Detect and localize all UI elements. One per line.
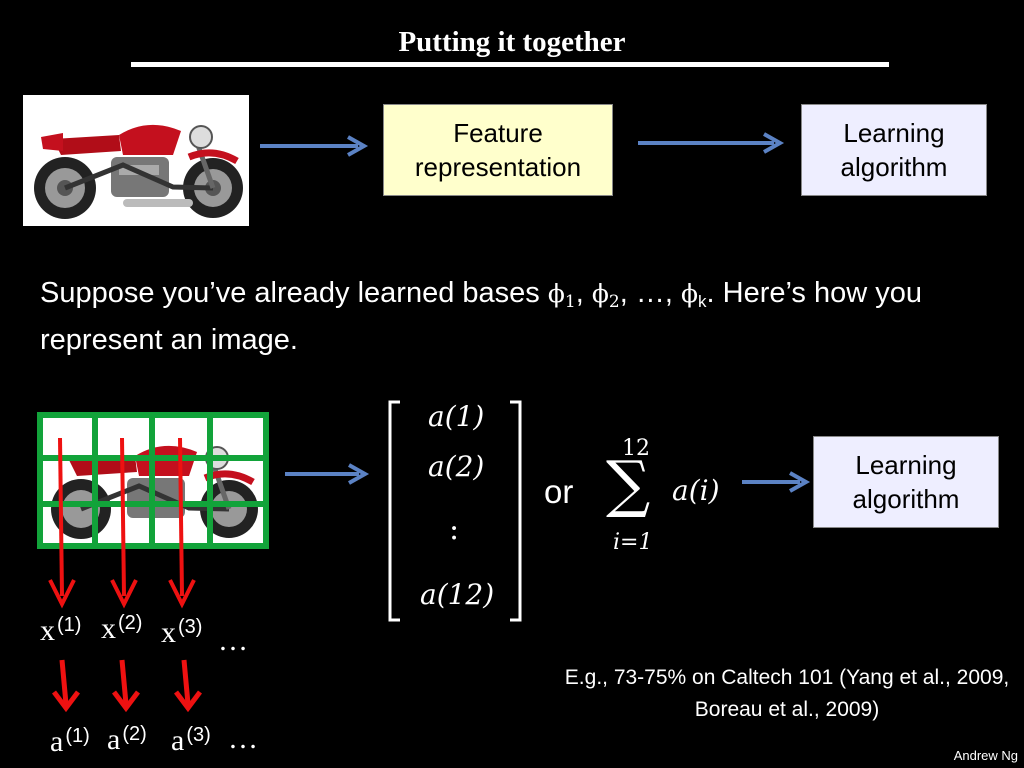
separator-3: , — [664, 277, 681, 309]
phi-symbol-2: ϕ — [591, 279, 609, 308]
author-credit: Andrew Ng — [953, 748, 1018, 763]
motorcycle-icon — [37, 412, 269, 549]
statement-ellipsis: … — [635, 277, 665, 309]
statement-start: Suppose you’ve already learned bases — [40, 277, 548, 309]
sum-upper: 12 — [622, 436, 650, 461]
encode-arrows — [52, 659, 202, 712]
patch-arrows — [48, 437, 196, 609]
phi-sub-k: k — [698, 292, 707, 311]
motorcycle-image — [23, 95, 249, 226]
sum-lower: i=1 — [613, 530, 653, 555]
feature-box-label: Feature representation — [414, 118, 582, 182]
phi-sub-1: 1 — [564, 292, 576, 312]
vector-dots: : — [449, 512, 460, 547]
x-ellipsis: … — [218, 624, 248, 657]
caltech-note: E.g., 73-75% on Caltech 101 (Yang et al.… — [564, 666, 1010, 721]
x-label-1: x(1) — [40, 614, 82, 647]
slide-title: Putting it together — [398, 26, 626, 58]
arrow-to-learning — [638, 132, 785, 154]
vector-entry-2: a(2) — [428, 450, 485, 483]
arrow-to-feature — [260, 135, 369, 157]
sigma-icon: ∑ — [606, 447, 651, 520]
or-label: or — [544, 473, 574, 510]
title-underline — [131, 62, 889, 67]
x-label-2: x(2) — [101, 612, 143, 645]
phi-symbol-k: ϕ — [680, 279, 699, 308]
sum-term: a(i) — [672, 474, 720, 507]
learning-box-2-label: Learning algorithm — [852, 450, 960, 514]
patch-grid-image — [37, 412, 269, 549]
a-label-2: a(2) — [107, 723, 147, 756]
learning-algorithm-box-2: Learning algorithm — [813, 436, 999, 528]
a-ellipsis: … — [228, 722, 258, 755]
a-label-3: a(3) — [171, 724, 211, 757]
motorcycle-icon — [23, 95, 249, 226]
arrow-to-learning-2 — [742, 471, 811, 493]
bases-statement: Suppose you’ve already learned bases ϕ1,… — [40, 274, 1000, 359]
vector-entry-12: a(12) — [420, 578, 495, 611]
vector-entry-1: a(1) — [428, 400, 485, 433]
phi-symbol-1: ϕ — [547, 279, 565, 308]
learning-algorithm-box: Learning algorithm — [801, 104, 987, 196]
feature-representation-box: Feature representation — [383, 104, 613, 196]
statement-end: . Here’s how you represent an image. — [40, 277, 922, 356]
arrow-to-vector — [285, 463, 370, 485]
x-label-3: x(3) — [161, 616, 203, 649]
learning-box-label: Learning algorithm — [840, 118, 948, 182]
separator-2: , — [619, 277, 636, 309]
phi-sub-2: 2 — [608, 292, 620, 312]
a-label-1: a(1) — [50, 725, 90, 758]
separator-1: , — [575, 277, 592, 309]
feature-vector-brackets — [388, 400, 522, 622]
